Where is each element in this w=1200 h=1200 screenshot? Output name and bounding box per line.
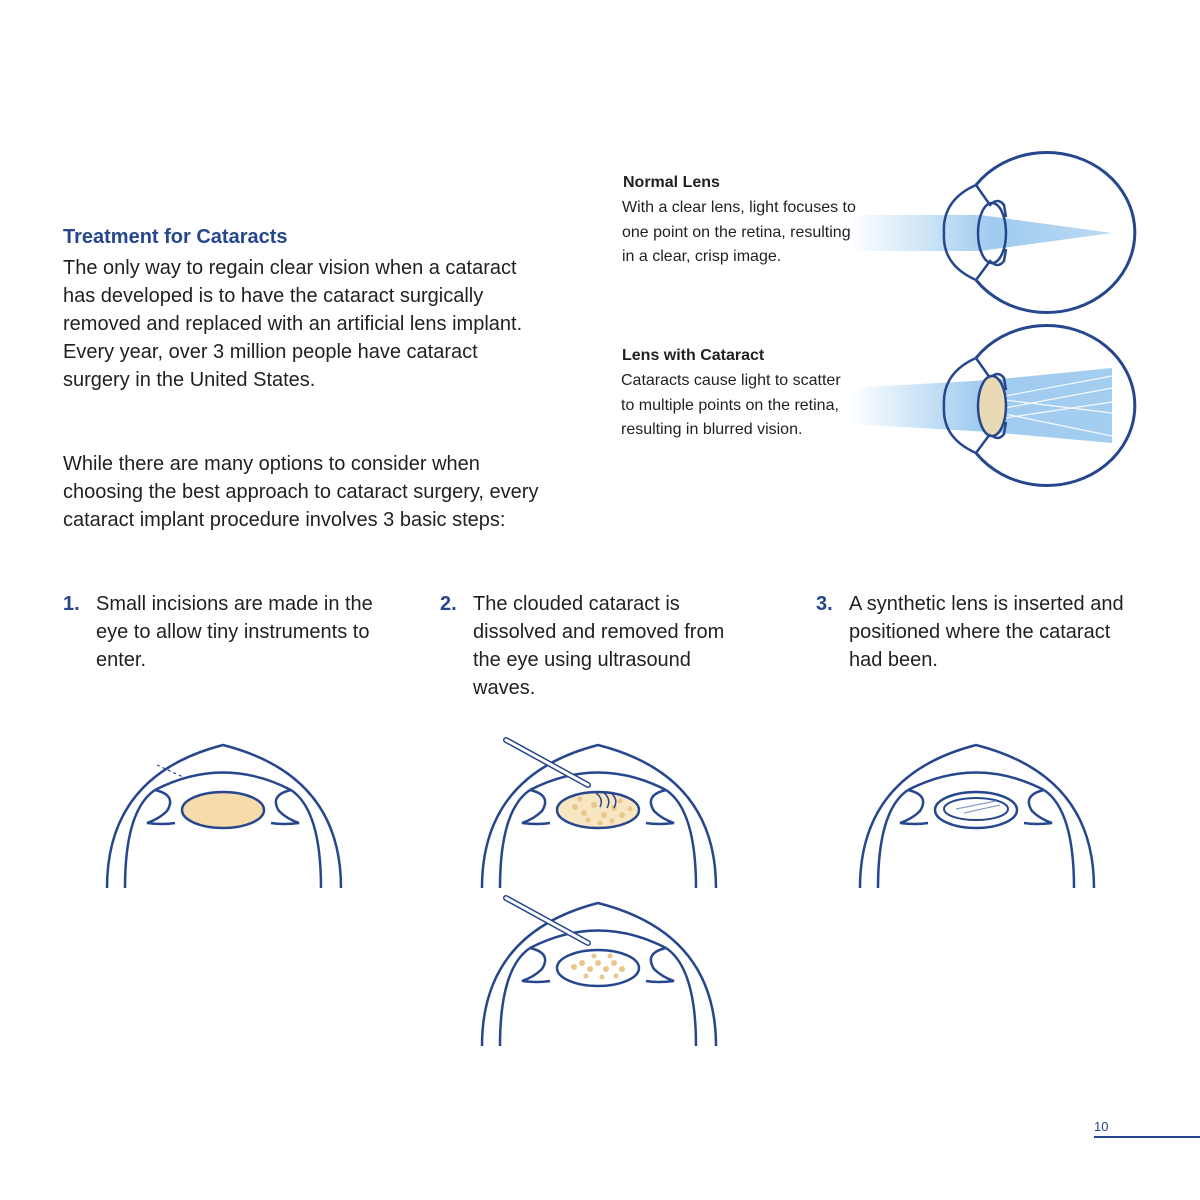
step-2-text: The clouded cataract is dissolved and re… [473, 593, 725, 699]
step-2: 2. The clouded cataract is dissolved and… [440, 590, 740, 702]
step-3-implant-illustration [858, 743, 1096, 889]
step-2-number: 2. [440, 593, 457, 615]
step-2-ultrasound-illustration [480, 737, 718, 889]
normal-lens-description: With a clear lens, light focuses to one … [622, 199, 856, 265]
intro-paragraph: The only way to regain clear vision when… [63, 257, 523, 391]
page-number: 10 [1094, 1119, 1109, 1134]
steps-intro-paragraph: While there are many options to consider… [63, 453, 539, 531]
scatter-lines [1004, 375, 1113, 437]
upper-iris [974, 184, 1008, 218]
step-3-text: A synthetic lens is inserted and positio… [849, 593, 1124, 671]
cornea [942, 183, 977, 282]
lower-iris [974, 248, 1008, 281]
ultrasound-waves [595, 791, 617, 809]
cornea [942, 356, 977, 455]
normal-lens-title: Normal Lens [623, 174, 720, 191]
cataract-lens-description: Cataracts cause light to scatter to mult… [621, 372, 841, 438]
cataract-lens-title: Lens with Cataract [622, 347, 765, 364]
step-1-number: 1. [63, 593, 80, 615]
cataract-lens [180, 790, 266, 830]
cornea [154, 771, 292, 792]
remaining-fragments [571, 953, 625, 980]
incision-mark [156, 764, 184, 778]
eyeball-outline [974, 151, 1137, 314]
outer-eye-wall [105, 743, 343, 889]
lens-fragments [572, 796, 633, 826]
lens-capsule [555, 948, 641, 988]
step-2-removal-illustration [480, 895, 718, 1047]
clouded-lens [976, 374, 1008, 438]
normal-eye-diagram [850, 151, 1137, 314]
cataract-eye-diagram [850, 324, 1137, 487]
synthetic-lens [943, 797, 1009, 821]
eyeball-outline [974, 324, 1137, 487]
step-3: 3. A synthetic lens is inserted and posi… [816, 590, 1136, 674]
clear-lens [976, 201, 1008, 265]
light-beam [850, 215, 1112, 251]
section-heading: Treatment for Cataracts [63, 226, 288, 248]
step-1-incision-illustration [105, 743, 343, 889]
page-number-rule [1094, 1136, 1200, 1138]
step-3-number: 3. [816, 593, 833, 615]
step-1: 1. Small incisions are made in the eye t… [63, 590, 393, 674]
step-1-text: Small incisions are made in the eye to a… [96, 593, 373, 671]
